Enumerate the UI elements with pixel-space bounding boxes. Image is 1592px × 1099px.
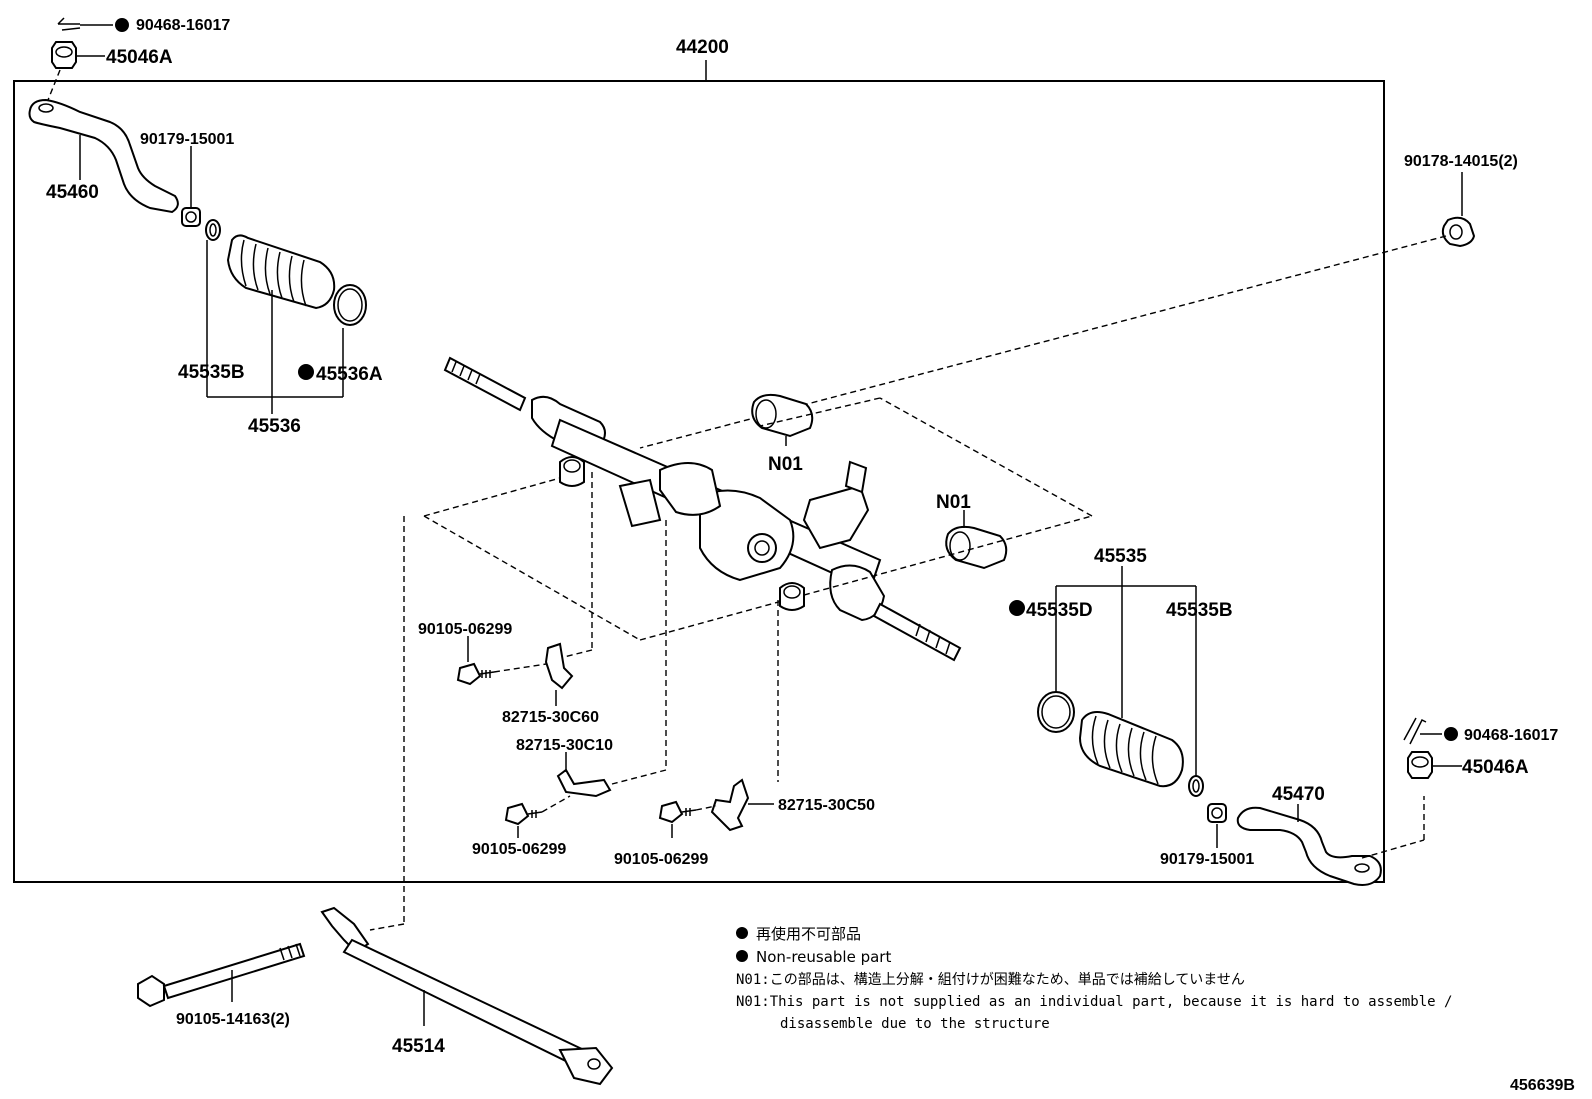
mount-collar[interactable] bbox=[559, 456, 585, 487]
grommet-right[interactable] bbox=[1441, 172, 1476, 248]
label-90105-06299-a[interactable]: 90105-06299 bbox=[418, 621, 512, 638]
castle-nut-right[interactable] bbox=[1407, 751, 1462, 779]
label-45536A[interactable]: 45536A bbox=[316, 364, 383, 385]
bolt-90105-06299-c[interactable] bbox=[658, 800, 717, 838]
label-N01-lower[interactable]: N01 bbox=[936, 492, 971, 513]
label-N01-upper[interactable]: N01 bbox=[768, 454, 803, 475]
legend-en-n01-line2: disassemble due to the structure bbox=[780, 1016, 1050, 1032]
clip-right[interactable] bbox=[1188, 775, 1204, 797]
nonreusable-dot-45536A bbox=[298, 364, 314, 380]
label-45460[interactable]: 45460 bbox=[46, 182, 99, 203]
label-45535B-left[interactable]: 45535B bbox=[178, 362, 245, 383]
bracket-82715-30C10[interactable] bbox=[556, 752, 612, 798]
label-90179-15001-right[interactable]: 90179-15001 bbox=[1160, 851, 1254, 868]
label-45535B-right[interactable]: 45535B bbox=[1166, 600, 1233, 621]
boot-clamp-ring-left[interactable] bbox=[333, 284, 367, 326]
boot-set-left-leaders bbox=[206, 240, 344, 414]
label-45514[interactable]: 45514 bbox=[392, 1036, 445, 1057]
legend-jp-n01: N01:この部品は、構造上分解・組付けが困難なため、単品では補給していません bbox=[736, 972, 1245, 988]
assembly-frame bbox=[13, 80, 1385, 883]
bushing-lower[interactable] bbox=[945, 510, 1008, 570]
label-82715-30C60[interactable]: 82715-30C60 bbox=[502, 709, 599, 726]
bushing-upper[interactable] bbox=[751, 393, 814, 446]
cotter-pin-left[interactable] bbox=[57, 17, 113, 31]
legend-en-n01-line1: N01:This part is not supplied as an indi… bbox=[736, 994, 1452, 1010]
rack-boot-right[interactable] bbox=[1078, 711, 1184, 788]
bolt-90105-06299-a[interactable] bbox=[456, 636, 547, 686]
nonreusable-dot-45535D bbox=[1009, 600, 1025, 616]
long-bolt[interactable] bbox=[137, 942, 306, 1008]
label-44200[interactable]: 44200 bbox=[676, 37, 729, 58]
lock-nut-right[interactable] bbox=[1207, 803, 1227, 848]
legend-en-nonreusable: Non-reusable part bbox=[756, 948, 891, 966]
stabilizer-bar[interactable] bbox=[320, 906, 614, 1086]
cotter-pin-right[interactable] bbox=[1403, 717, 1442, 745]
legend-dot-jp bbox=[736, 927, 748, 939]
bolt-90105-06299-b[interactable] bbox=[504, 795, 571, 838]
bracket-82715-30C60[interactable] bbox=[544, 642, 574, 706]
nonreusable-dot-cotter-left bbox=[115, 18, 129, 32]
tie-rod-end-right[interactable] bbox=[1236, 804, 1382, 886]
label-90179-15001-left[interactable]: 90179-15001 bbox=[140, 131, 234, 148]
castle-nut-left[interactable] bbox=[51, 41, 105, 69]
clip-left[interactable] bbox=[205, 219, 221, 241]
label-45536[interactable]: 45536 bbox=[248, 416, 301, 437]
label-45535D[interactable]: 45535D bbox=[1026, 600, 1093, 621]
label-45535[interactable]: 45535 bbox=[1094, 546, 1147, 567]
label-90468-16017-right[interactable]: 90468-16017 bbox=[1464, 727, 1558, 744]
mount-collar-lower[interactable] bbox=[779, 582, 805, 611]
label-90105-14163[interactable]: 90105-14163(2) bbox=[176, 1011, 290, 1028]
figure-id: 456639B bbox=[1510, 1077, 1575, 1094]
boot-set-right-leaders bbox=[1055, 566, 1197, 776]
mounting-plane-outline bbox=[369, 397, 1093, 931]
bracket-82715-30C50[interactable] bbox=[710, 778, 774, 832]
label-90178-14015[interactable]: 90178-14015(2) bbox=[1404, 153, 1518, 170]
label-82715-30C50[interactable]: 82715-30C50 bbox=[778, 797, 875, 814]
nonreusable-dot-cotter-right bbox=[1444, 727, 1458, 741]
label-90468-16017-left[interactable]: 90468-16017 bbox=[136, 17, 230, 34]
label-45470[interactable]: 45470 bbox=[1272, 784, 1325, 805]
rack-boot-left[interactable] bbox=[226, 234, 336, 310]
boot-clamp-ring-right[interactable] bbox=[1037, 691, 1075, 733]
legend-jp-nonreusable: 再使用不可部品 bbox=[756, 925, 861, 943]
lock-nut-left[interactable] bbox=[181, 146, 201, 227]
label-82715-30C10[interactable]: 82715-30C10 bbox=[516, 737, 613, 754]
legend: 再使用不可部品 Non-reusable part N01:この部品は、構造上分… bbox=[736, 925, 1452, 1032]
label-90105-06299-b[interactable]: 90105-06299 bbox=[472, 841, 566, 858]
label-45046A-left[interactable]: 45046A bbox=[106, 47, 173, 68]
label-90105-06299-c[interactable]: 90105-06299 bbox=[614, 851, 708, 868]
label-45046A-right[interactable]: 45046A bbox=[1462, 757, 1529, 778]
legend-dot-en bbox=[736, 950, 748, 962]
tie-rod-end-left[interactable] bbox=[28, 98, 179, 214]
steering-rack-housing[interactable] bbox=[443, 356, 962, 662]
